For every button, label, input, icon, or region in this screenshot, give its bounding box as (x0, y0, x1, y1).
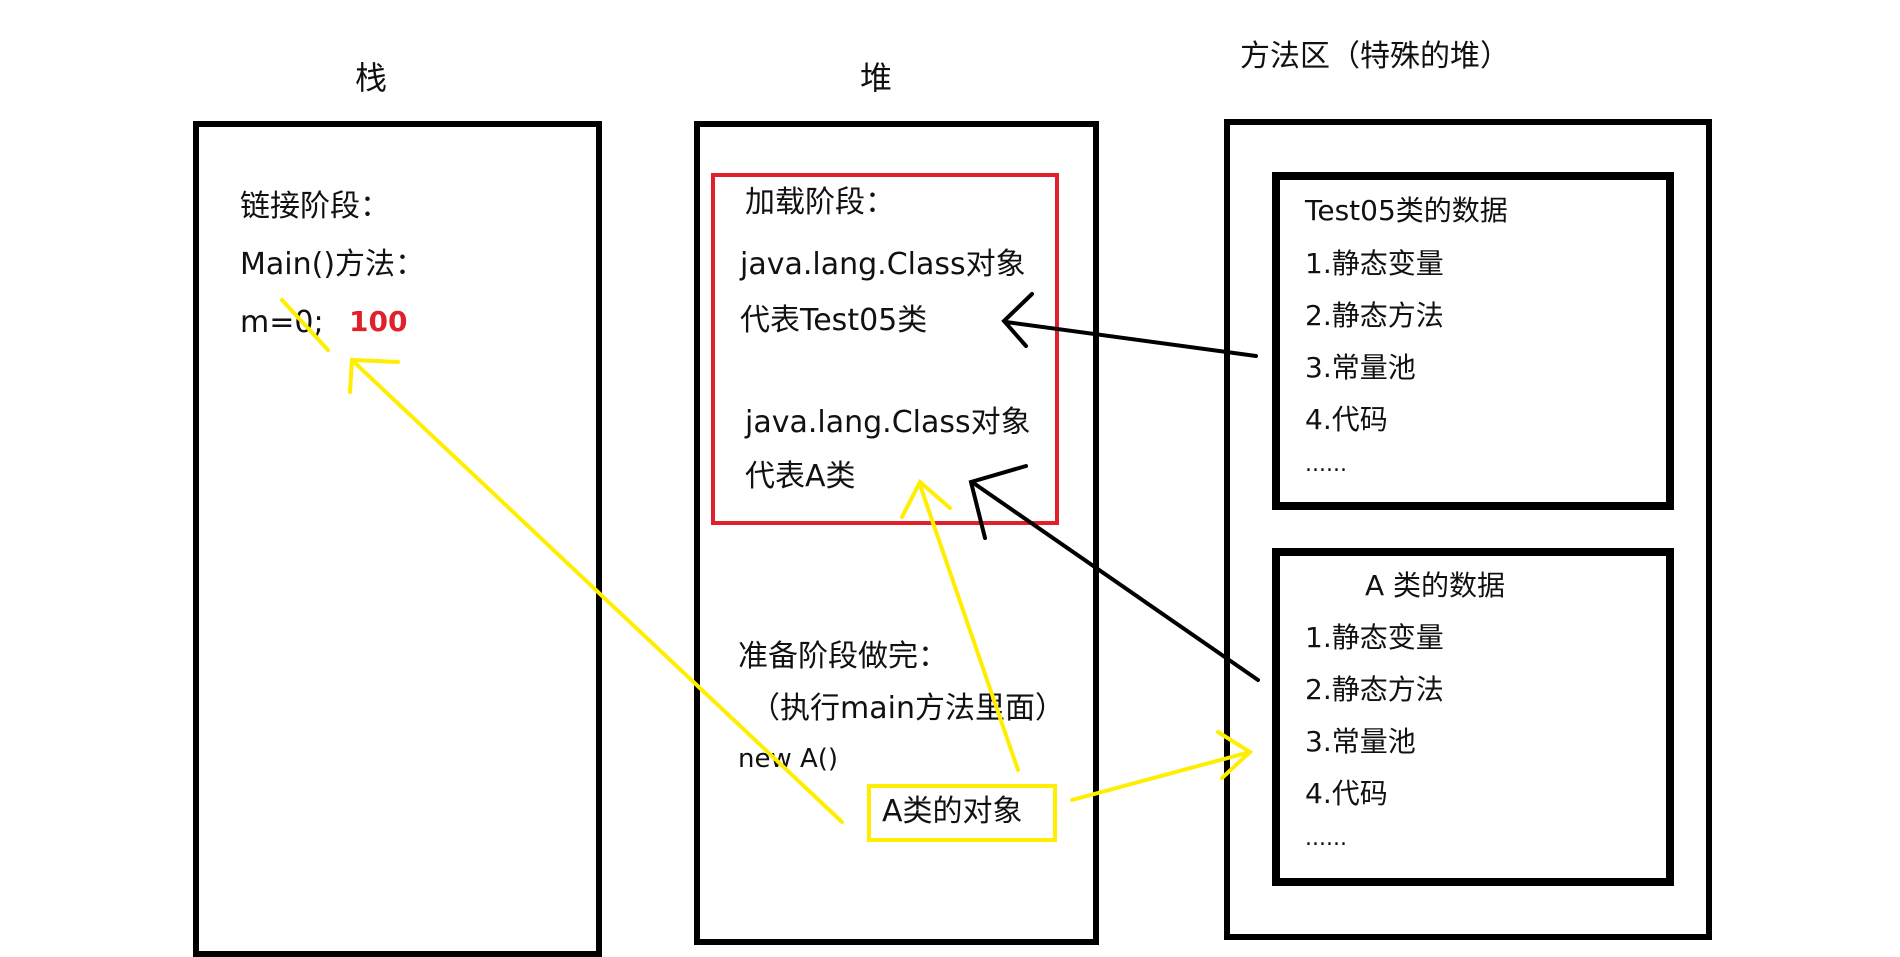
a-object-box (867, 784, 1057, 842)
heap-loading-line-3: 代表Test05类 (740, 303, 928, 338)
stack-title: 栈 (355, 59, 388, 97)
stack-line-3: m=0; (240, 305, 324, 340)
test05-header: Test05类的数据 (1305, 194, 1508, 227)
stack-line-1: 链接阶段： (240, 189, 390, 224)
a-class-item-5: ...... (1305, 826, 1347, 851)
heap-loading-line-1: 加载阶段： (745, 185, 895, 220)
a-class-item-4: 4.代码 (1305, 777, 1388, 810)
test05-data-box (1272, 172, 1674, 510)
a-object-label: A类的对象 (882, 794, 1023, 829)
a-class-item-3: 3.常量池 (1305, 725, 1416, 758)
heap-title: 堆 (860, 59, 893, 97)
heap-loading-line-4: java.lang.Class对象 (745, 405, 1031, 440)
test05-item-3: 3.常量池 (1305, 351, 1416, 384)
heap-prepare-line-3: new A() (738, 744, 839, 774)
test05-item-1: 1.静态变量 (1305, 247, 1444, 280)
stack-line-2: Main()方法： (240, 247, 426, 282)
heap-loading-line-2: java.lang.Class对象 (740, 247, 1026, 282)
heap-prepare-line-2: （执行main方法里面） (750, 691, 1065, 726)
a-class-item-2: 2.静态方法 (1305, 673, 1444, 706)
method-area-title: 方法区（特殊的堆） (1240, 39, 1510, 74)
stack-value: 100 (349, 305, 408, 338)
a-class-header: A 类的数据 (1365, 569, 1506, 602)
test05-item-5: ...... (1305, 452, 1347, 477)
heap-prepare-line-1: 准备阶段做完： (738, 639, 948, 674)
test05-item-4: 4.代码 (1305, 403, 1388, 436)
a-class-item-1: 1.静态变量 (1305, 621, 1444, 654)
heap-loading-line-5: 代表A类 (745, 459, 856, 494)
a-class-data-box (1272, 548, 1674, 886)
test05-item-2: 2.静态方法 (1305, 299, 1444, 332)
